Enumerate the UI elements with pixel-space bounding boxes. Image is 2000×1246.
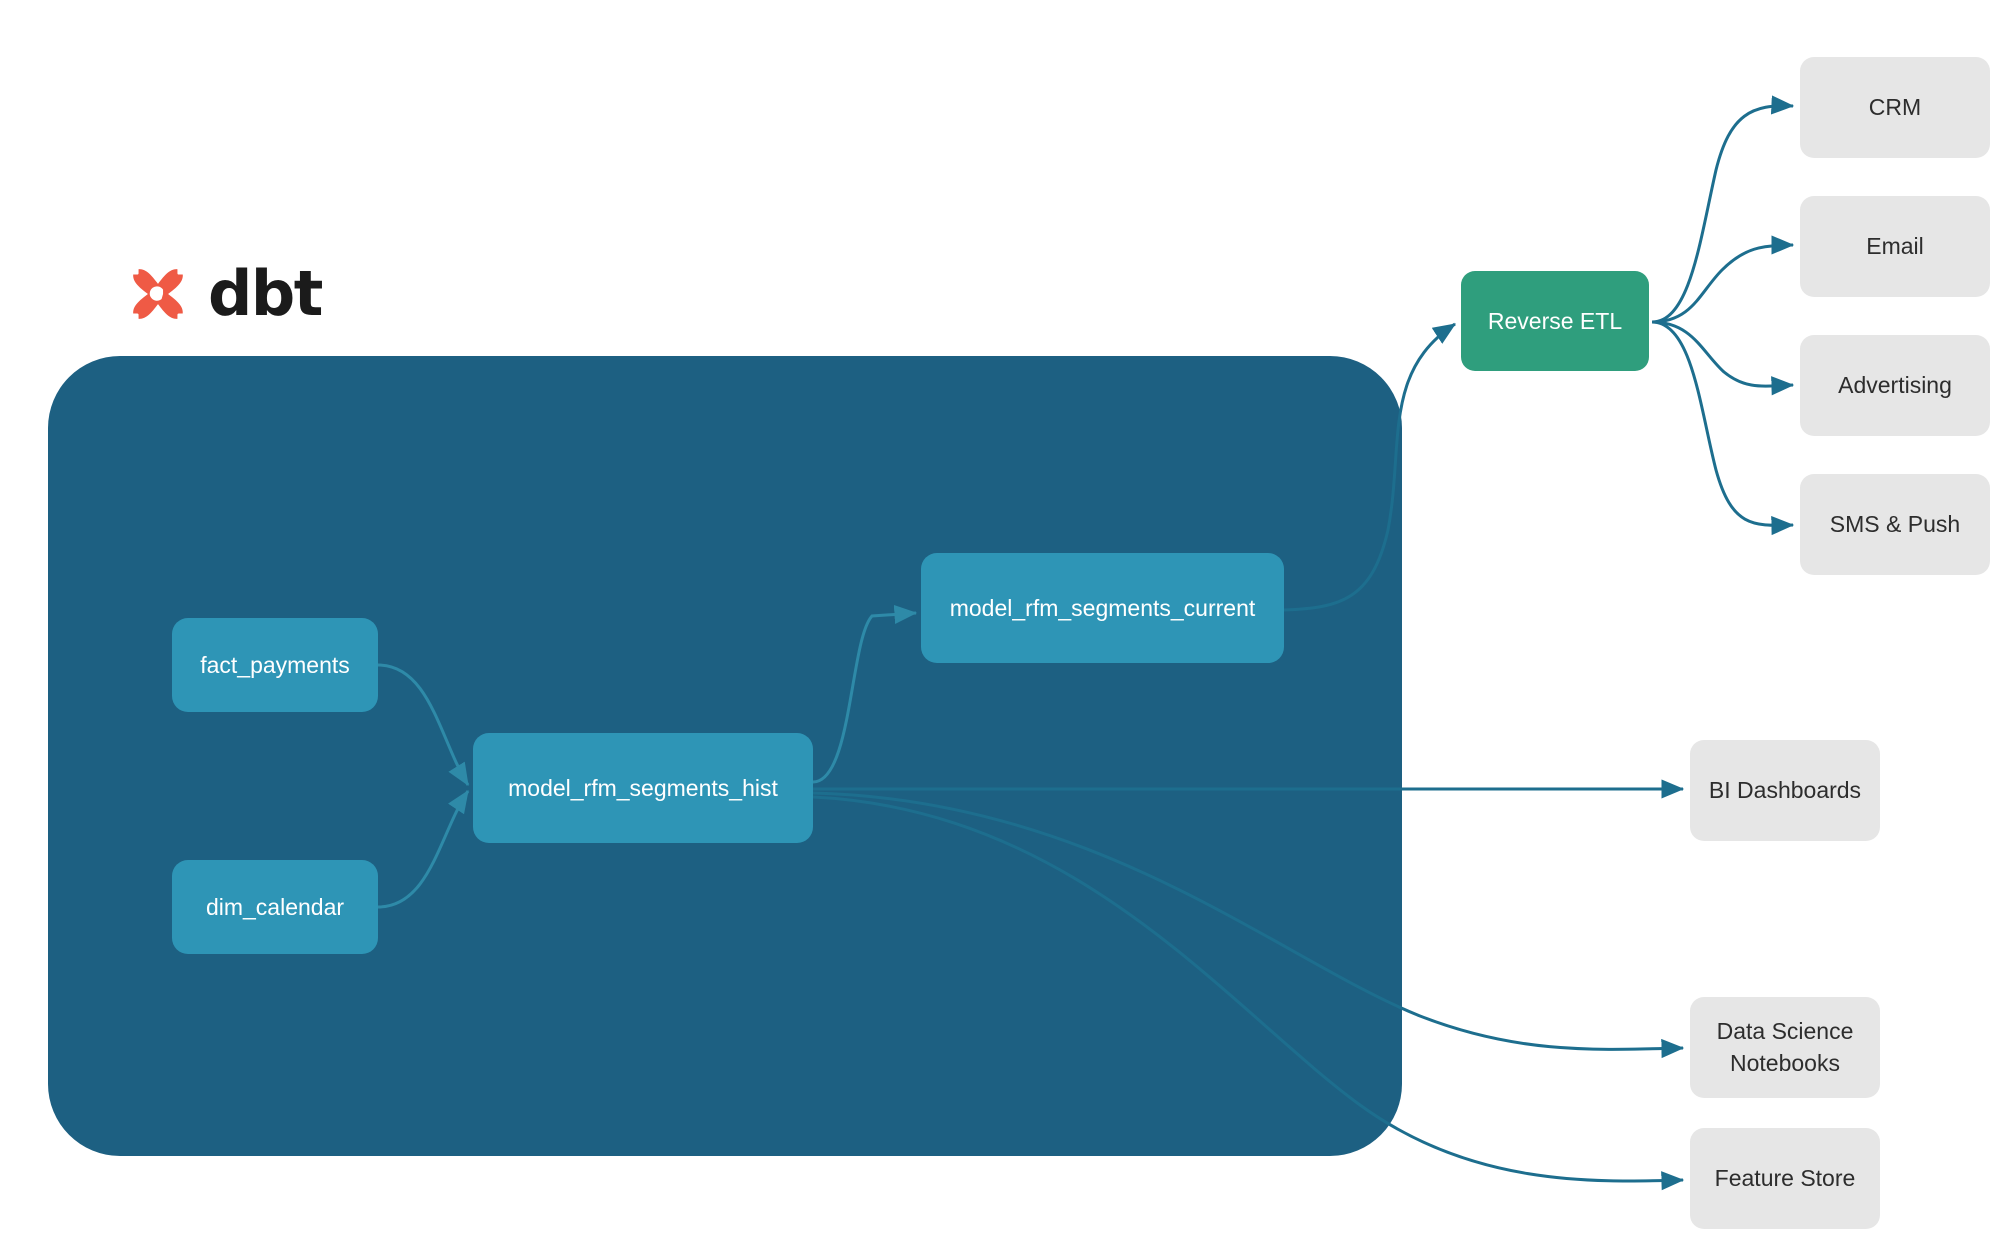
edge-reverse-etl-to-ads	[1651, 320, 1795, 396]
dbt-brand: dbt	[122, 257, 323, 330]
activation-node-label: Reverse ETL	[1487, 307, 1623, 334]
consumer-node-email[interactable]: Email	[1800, 196, 1990, 297]
model-node-model-rfm-segments-hist[interactable]: model_rfm_segments_hist	[473, 733, 813, 843]
model-node-model-rfm-segments-current[interactable]: model_rfm_segments_current	[921, 553, 1284, 663]
edge-reverse-etl-to-email	[1651, 235, 1795, 324]
edge-reverse-etl-to-sms	[1651, 320, 1795, 536]
model-node-fact-payments[interactable]: fact_payments	[172, 618, 378, 712]
consumer-node-bi-dashboards[interactable]: BI Dashboards	[1690, 740, 1880, 841]
consumer-node-label: CRM	[1868, 93, 1922, 120]
consumer-node-label: Email	[1866, 232, 1924, 259]
model-node-dim-calendar[interactable]: dim_calendar	[172, 860, 378, 954]
consumer-node-label: Feature Store	[1714, 1164, 1856, 1191]
dbt-logo-icon	[131, 267, 185, 321]
consumer-node-label: BI Dashboards	[1708, 776, 1862, 803]
consumer-node-crm[interactable]: CRM	[1800, 57, 1990, 158]
consumer-node-sms-push[interactable]: SMS & Push	[1800, 474, 1990, 575]
activation-node-reverse-etl[interactable]: Reverse ETL	[1461, 271, 1649, 371]
consumer-node-label: SMS & Push	[1829, 510, 1961, 537]
model-node-label: model_rfm_segments_hist	[508, 774, 778, 801]
dbt-wordmark: dbt	[208, 257, 323, 330]
consumer-node-feature-store[interactable]: Feature Store	[1690, 1128, 1880, 1229]
model-node-label: model_rfm_segments_current	[949, 594, 1256, 621]
model-node-label: dim_calendar	[205, 893, 345, 920]
model-node-label: fact_payments	[200, 651, 350, 678]
consumer-node-advertising[interactable]: Advertising	[1800, 335, 1990, 436]
edge-reverse-etl-to-crm	[1651, 95, 1795, 324]
consumer-node-label: Advertising	[1838, 371, 1952, 398]
